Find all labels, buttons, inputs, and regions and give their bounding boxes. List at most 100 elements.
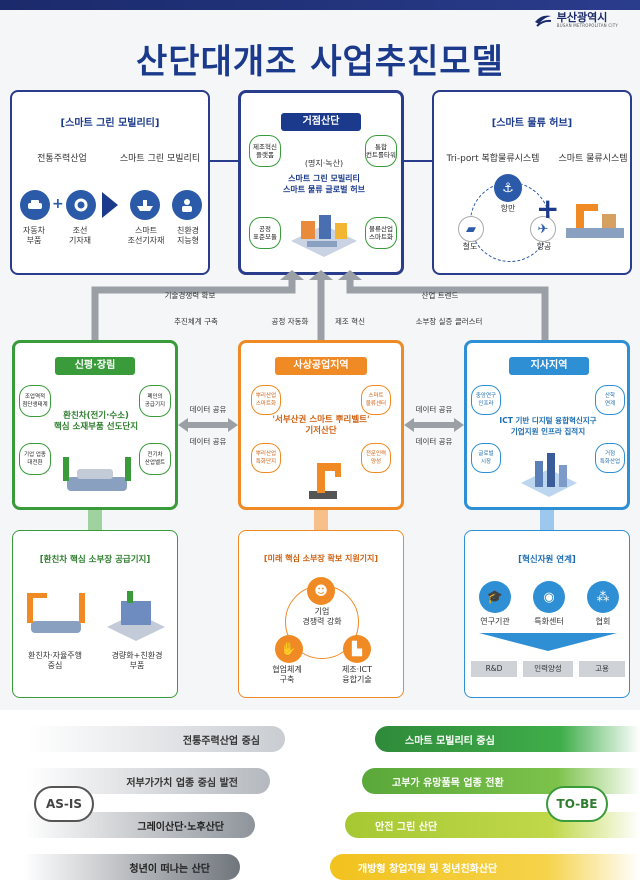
data-share-arrow-right xyxy=(404,418,464,432)
connector-line xyxy=(210,160,238,162)
sinpyeong-sub-item-1: 환친차·자율주행 중심 xyxy=(27,651,83,670)
hub-tag-standard: 공정 표준모듈 xyxy=(249,217,281,249)
jisa-sub-item-2: 특화센터 xyxy=(534,617,564,626)
smart-green-heading: [스마트 그린 모빌리티] xyxy=(60,118,160,129)
ship-icon xyxy=(130,190,160,220)
asis-item-3: 그레이산단·노후산단 xyxy=(137,822,224,833)
hub-location: (명지·녹산) xyxy=(304,159,344,168)
connector-blue xyxy=(540,510,554,530)
busan-logo-icon xyxy=(534,15,551,27)
output-rnd: R&D xyxy=(471,661,517,677)
flow-label-tech: 기술경쟁력 확보 xyxy=(164,291,216,300)
sasang-sub-item-1: 기업 경쟁력 강화 xyxy=(302,607,342,626)
jisa-sub-box: [혁신자원 연계] 🎓 ◉ ⁂ 연구기관 특화센터 협회 R&D 인력양성 고용 xyxy=(464,530,630,698)
sasang-tag-4: 전문인력 양성 xyxy=(361,443,391,473)
funnel-arrow-icon xyxy=(479,633,617,651)
tobe-item-4: 개방형 창업지원 및 청년친화산단 xyxy=(358,864,498,875)
item-smart-shipbuilding: 스마트 조선기자재 xyxy=(127,226,165,245)
triport-label: Tri-port 복합물류시스템 xyxy=(446,154,540,164)
plus-icon: + xyxy=(536,192,560,225)
factory-icon: ▙ xyxy=(343,635,371,663)
data-share-label: 데이터 공유 xyxy=(415,405,453,414)
hub-box: 거점산단 제조혁신 플랫폼 통합 컨트롤타워 (명지·녹산) 스마트 그린 모빌… xyxy=(238,90,404,275)
sinpyeong-heading: 신평·장림 xyxy=(55,357,135,375)
hub-subtitle: 스마트 그린 모빌리티 스마트 물류 글로벌 허브 xyxy=(283,174,365,194)
tobe-bar-1 xyxy=(375,726,640,752)
graduation-cap-icon: 🎓 xyxy=(479,581,511,613)
digital-city-icon xyxy=(521,453,577,497)
sinpyeong-desc: 환친차(전기·수소) 핵심 소재부품 선도단지 xyxy=(53,411,139,432)
smart-green-mobility-box: [스마트 그린 모빌리티] 전통주력산업 스마트 그린 모빌리티 + 자동차 부… xyxy=(10,90,210,275)
tobe-item-3: 안전 그린 산단 xyxy=(375,822,438,833)
sasang-tag-3: 뿌리산업 특화단지 xyxy=(251,443,281,473)
smart-mobility-label: 스마트 그린 모빌리티 xyxy=(119,154,201,164)
data-share-label: 데이터 공유 xyxy=(189,437,227,446)
asis-item-4: 청년이 떠나는 산단 xyxy=(129,864,210,875)
sasang-box: 사상공업지역 뿌리산업 스마트화 스마트 물류센터 '서부산권 스마트 뿌리벨트… xyxy=(238,340,404,510)
person-icon xyxy=(172,190,202,220)
sasang-sub-box: [미래 핵심 소부장 확보 지원기지] ☻ 기업 경쟁력 강화 ✋ ▙ 협업체계… xyxy=(238,530,404,698)
jisa-tag-4: 거점 특화산업 xyxy=(595,443,625,473)
smart-logistics-label: 스마트 물류시스템 xyxy=(558,154,628,164)
port-label-rail: 철도 xyxy=(462,242,478,251)
gear-icon xyxy=(66,190,96,220)
hub-heading: 거점산단 xyxy=(281,113,361,131)
plus-icon: + xyxy=(52,196,64,212)
sasang-sub-item-3: 제조·ICT 융합기술 xyxy=(341,665,373,684)
tobe-bar-4 xyxy=(330,854,640,880)
handshake-icon: ✋ xyxy=(275,635,303,663)
data-share-label: 데이터 공유 xyxy=(415,437,453,446)
jisa-desc: ICT 기반 디지털 융합혁신지구 기업지원 인프라 집적지 xyxy=(499,416,597,436)
top-bar xyxy=(0,0,640,10)
flow-label-automation: 공정 자동화 xyxy=(271,317,309,326)
tobe-item-2: 고부가 유망품목 업종 전환 xyxy=(392,778,504,789)
people-icon: ☻ xyxy=(307,577,335,605)
output-training: 인력양성 xyxy=(523,661,573,677)
item-eco-intelligent: 친환경 지능형 xyxy=(176,226,200,245)
sinpyeong-tag-2: 폐인의 공급기지 xyxy=(139,385,171,417)
sasang-tag-2: 스마트 물류센터 xyxy=(361,385,391,415)
jisa-tag-3: 글로벌 시장 xyxy=(471,443,501,473)
jisa-box: 지사지역 중앙연구 인프라 산학 연계 ICT 기반 디지털 융합혁신지구 기업… xyxy=(464,340,630,510)
jisa-heading: 지사지역 xyxy=(509,357,589,375)
item-auto-parts: 자동차 부품 xyxy=(22,226,46,245)
page-title: 산단대개조 사업추진모델 xyxy=(136,42,504,82)
sinpyeong-sub-item-2: 경량화+친환경 부품 xyxy=(111,651,163,670)
car-icon xyxy=(20,190,50,220)
hub-tag-logistics: 물류산업 스마트화 xyxy=(365,217,397,249)
logo-text: 부산광역시 xyxy=(556,11,608,24)
anchor-icon: ⚓ xyxy=(494,174,522,202)
sasang-heading: 사상공업지역 xyxy=(275,357,367,375)
traditional-industry-label: 전통주력산업 xyxy=(37,154,87,164)
hub-tag-platform: 제조혁신 플랫폼 xyxy=(249,135,281,167)
airplane-icon: ✈ xyxy=(530,216,556,242)
tobe-item-1: 스마트 모빌리티 중심 xyxy=(405,736,495,747)
jisa-sub-item-1: 연구기관 xyxy=(480,617,510,626)
flow-label-innovation: 제조 혁신 xyxy=(335,317,365,326)
globe-icon: ◉ xyxy=(533,581,565,613)
data-share-arrow-left xyxy=(178,418,238,432)
sinpyeong-tag-3: 기업 업종 대전환 xyxy=(19,443,51,475)
sinpyeong-tag-1: 조업역적 첨단생태계 xyxy=(19,385,51,417)
asis-label: AS-IS xyxy=(34,786,94,822)
sinpyeong-sub-heading: [환친차 핵심 소부장 공급기지] xyxy=(39,555,151,565)
port-label-air: 항공 xyxy=(536,242,552,251)
flow-label-system: 추진체계 구축 xyxy=(174,317,218,326)
sinpyeong-sub-box: [환친차 핵심 소부장 공급기지] 환친차·자율주행 중심 경량화+친환경 부품 xyxy=(12,530,178,698)
jisa-tag-2: 산학 연계 xyxy=(595,385,625,415)
port-label-harbor: 항만 xyxy=(500,204,516,213)
output-employment: 고용 xyxy=(579,661,625,677)
flow-label-trend: 산업 트렌드 xyxy=(421,291,459,300)
lightweight-parts-icon xyxy=(107,591,165,641)
robot-arm-icon xyxy=(566,204,624,238)
sasang-tag-1: 뿌리산업 스마트화 xyxy=(251,385,281,415)
item-shipbuilding: 조선 기자재 xyxy=(68,226,92,245)
data-share-label: 데이터 공유 xyxy=(189,405,227,414)
logistics-heading: [스마트 물류 허브] xyxy=(491,118,573,129)
arrow-right-icon xyxy=(102,192,118,218)
jisa-sub-heading: [혁신자원 연계] xyxy=(518,555,576,565)
sinpyeong-tag-4: 전기차 산업벨트 xyxy=(139,443,171,475)
tobe-label: TO-BE xyxy=(546,786,608,822)
sasang-sub-item-2: 협업체계 구축 xyxy=(272,665,302,684)
car-assembly-icon xyxy=(63,457,131,491)
